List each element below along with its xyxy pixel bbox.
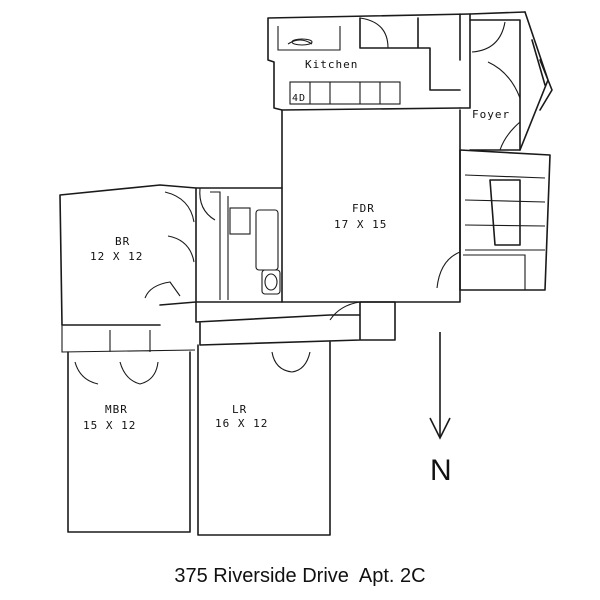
foyer-area [459, 11, 553, 151]
fdr-size: 17 X 15 [334, 218, 387, 231]
lr-area [197, 341, 331, 536]
br-area [59, 184, 197, 326]
br-label: BR [115, 235, 130, 248]
bath-area [195, 187, 283, 303]
address-caption: 375 Riverside Drive Apt. 2C [174, 565, 425, 587]
lr-size: 16 X 12 [215, 417, 268, 430]
stair-area [436, 149, 551, 291]
mbr-area [67, 351, 191, 533]
hall-area [61, 301, 396, 353]
mbr-size: 15 X 12 [83, 419, 136, 432]
north-label: N [430, 454, 452, 487]
north-arrow-icon [429, 332, 451, 440]
kitchen-note: 4D [292, 93, 306, 104]
foyer-label: Foyer [472, 108, 510, 121]
mbr-label: MBR [105, 403, 128, 416]
kitchen-area [267, 11, 526, 111]
lr-label: LR [232, 403, 247, 416]
kitchen-label: Kitchen [305, 58, 358, 71]
br-size: 12 X 12 [90, 250, 143, 263]
fdr-label: FDR [352, 202, 375, 215]
